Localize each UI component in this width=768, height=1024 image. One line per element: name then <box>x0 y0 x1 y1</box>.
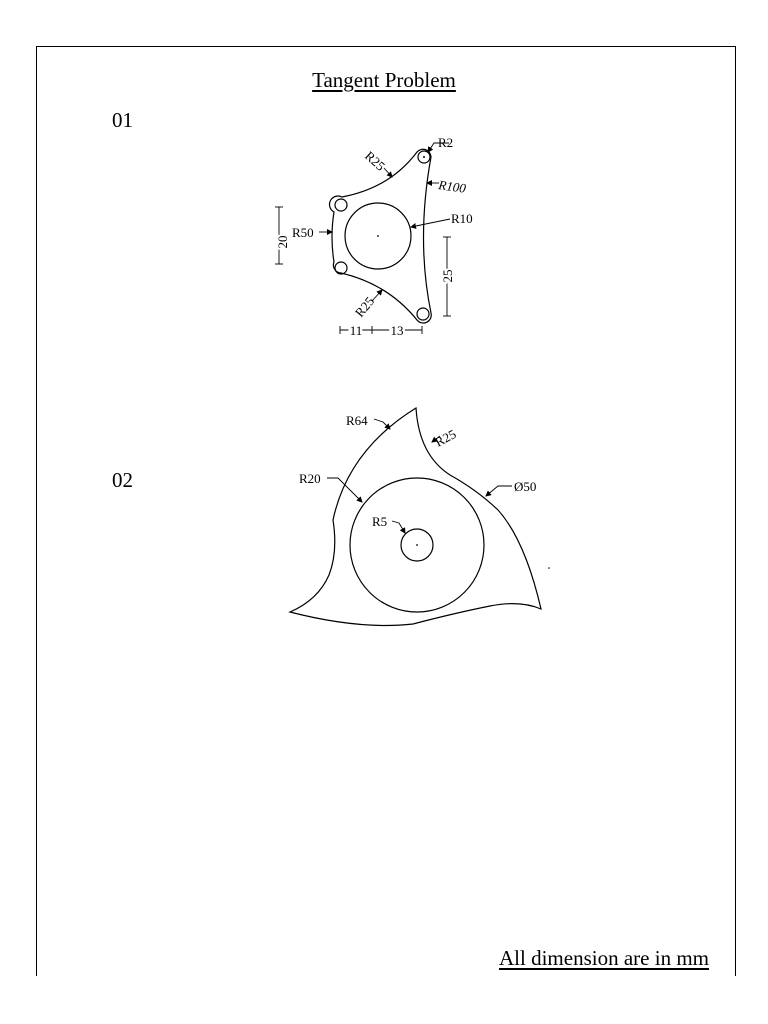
p1-label-r50: R50 <box>292 225 314 240</box>
p1-outline <box>328 148 432 324</box>
dimension-note: All dimension are in mm <box>499 946 709 970</box>
p1-label-r25-bottom: R25 <box>352 294 377 320</box>
p1-circle-left-top <box>334 198 348 212</box>
p1-leader-r25-bottom <box>371 289 383 302</box>
p2-label-r25: R25 <box>432 426 458 449</box>
sheet-title-text: Tangent Problem <box>312 68 456 92</box>
problem-01-drawing: R2 R25 R100 R10 R50 20 25 R25 11 13 <box>273 135 473 341</box>
problem-02-drawing: R64 R25 R20 Ø50 R5 <box>288 406 550 627</box>
p2-label-dia50: Ø50 <box>514 479 536 494</box>
p1-label-r10: R10 <box>451 211 473 226</box>
p2-label-r20: R20 <box>299 471 321 486</box>
p1-label-dim-25: 25 <box>440 270 455 283</box>
p2-leader-dia50 <box>485 485 512 497</box>
p1-circle-top-right-center <box>423 156 425 158</box>
p2-inner-circle <box>400 528 434 562</box>
p2-outline <box>288 406 542 627</box>
p1-label-r25-top: R25 <box>362 148 388 174</box>
p1-leader-r25-top <box>383 167 393 178</box>
sheet-border-right <box>735 46 736 976</box>
p1-circle-left-bottom <box>334 261 348 275</box>
problem-number-02: 02 <box>112 468 133 492</box>
p1-label-dim-20: 20 <box>275 236 290 249</box>
p2-label-r5: R5 <box>372 514 387 529</box>
p2-leader-r25 <box>431 435 441 443</box>
p1-circle-top-right <box>417 150 431 164</box>
p1-circle-bottom-right <box>416 307 430 321</box>
sheet-border-top <box>36 46 736 47</box>
p2-outer-circle <box>349 477 485 613</box>
p2-stray-point <box>548 567 550 569</box>
p1-center-circle <box>344 202 412 270</box>
problem-number-01: 01 <box>112 108 133 132</box>
p1-label-dim-13: 13 <box>391 323 404 338</box>
sheet-title: Tangent Problem <box>0 68 768 93</box>
p2-label-r64: R64 <box>346 413 368 428</box>
p1-leader-r10 <box>410 218 451 229</box>
p2-center-point <box>416 544 418 546</box>
p2-leader-r20 <box>327 477 363 503</box>
p2-leader-r64 <box>373 418 391 430</box>
p2-leader-r5 <box>391 520 406 534</box>
p1-center-point <box>377 235 379 237</box>
p1-label-dim-11: 11 <box>350 323 363 338</box>
p1-label-r2: R2 <box>438 135 453 150</box>
p1-label-r100: R100 <box>437 177 468 196</box>
sheet-border-left <box>36 46 37 976</box>
p1-leader-r2 <box>427 142 449 153</box>
